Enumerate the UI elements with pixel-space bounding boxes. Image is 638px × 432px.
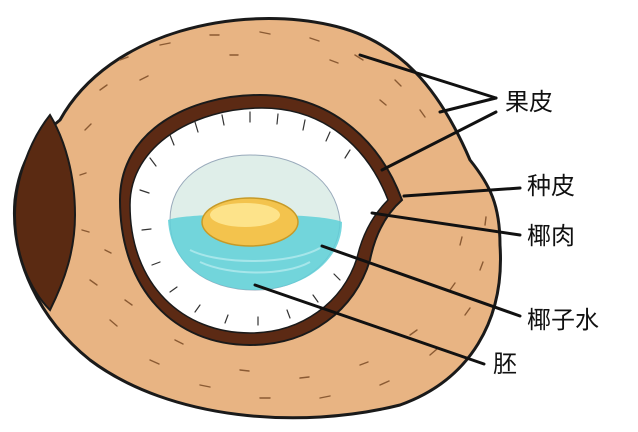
label-coconut-meat: 椰肉: [527, 222, 575, 250]
leader-lines: [253, 53, 522, 366]
water-ripples: [189, 247, 321, 274]
leader-water: [320, 244, 522, 318]
label-seed-coat: 种皮: [527, 172, 575, 200]
label-embryo: 胚: [493, 350, 517, 378]
meat-texture: [139, 111, 351, 326]
leader-embryo: [253, 283, 486, 366]
leader-meat: [370, 211, 522, 237]
leader-pericarp-2: [438, 96, 498, 114]
husk-stem-end: [13, 113, 77, 312]
husk-texture: [79, 31, 487, 399]
label-coconut-water: 椰子水: [527, 306, 599, 334]
embryo-highlight: [210, 203, 280, 227]
leader-pericarp-3: [380, 110, 498, 172]
label-pericarp: 果皮: [505, 88, 553, 116]
leader-seed-coat: [402, 186, 522, 198]
leader-pericarp-1: [358, 53, 498, 100]
